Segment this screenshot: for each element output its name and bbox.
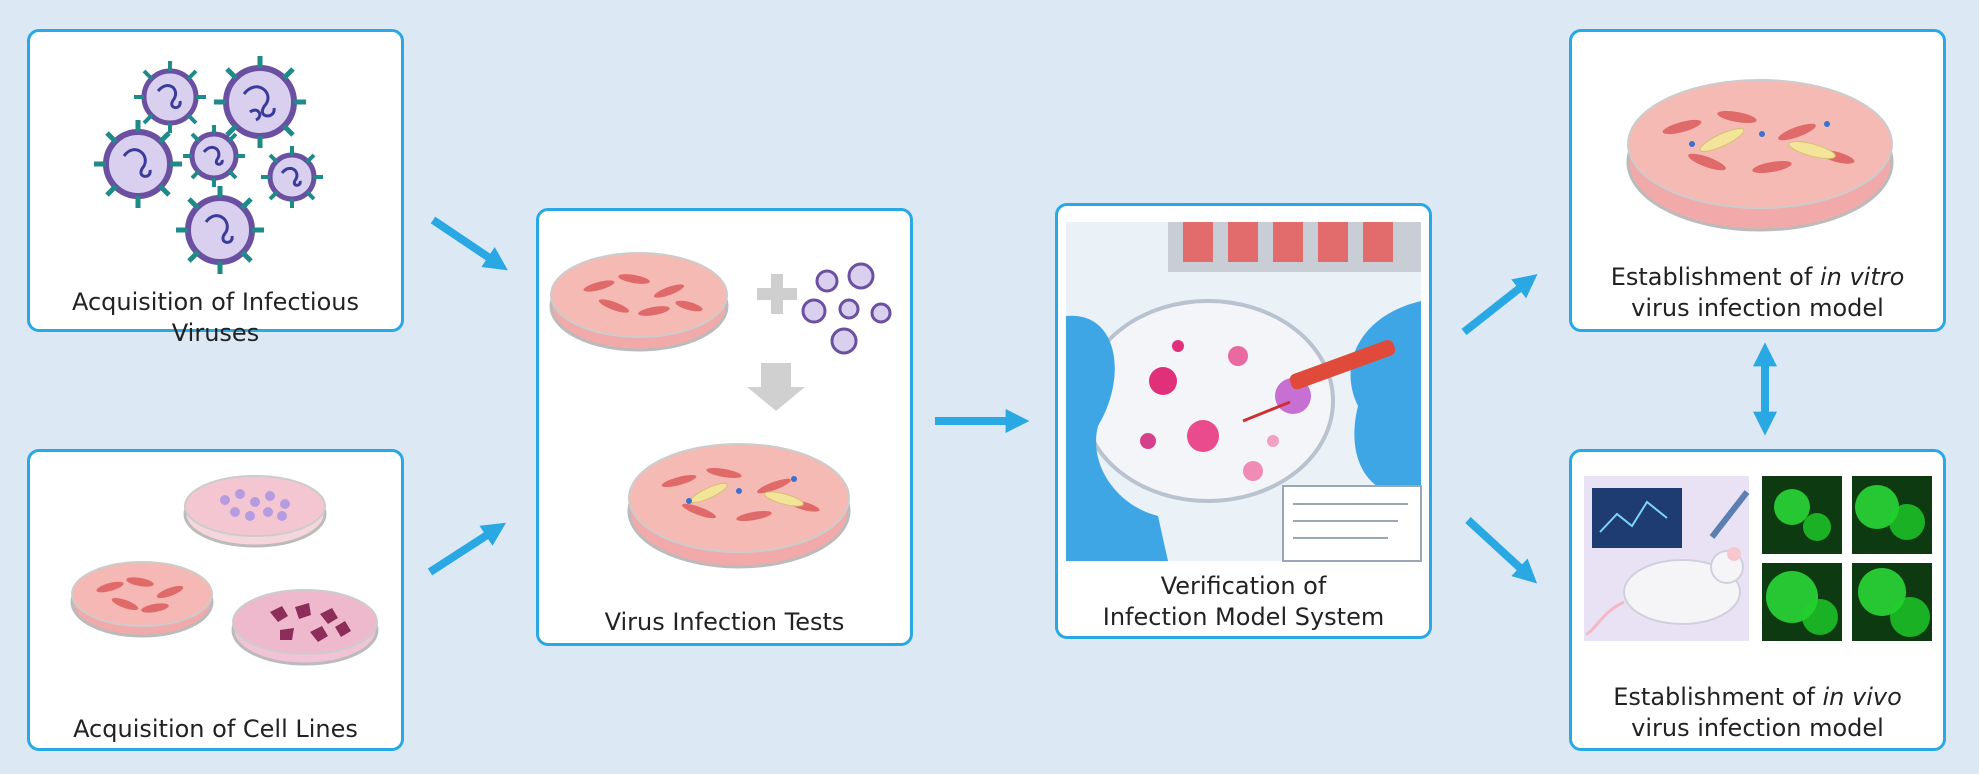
virus-icon bbox=[134, 61, 206, 133]
mouse-injection-scene bbox=[1584, 476, 1750, 641]
gloved-hand-left bbox=[1066, 315, 1168, 561]
arrow-down-icon bbox=[747, 363, 805, 411]
box-verification: Verification of Infection Model System bbox=[1055, 203, 1432, 639]
virus-icon bbox=[261, 146, 323, 208]
label-in-vitro-prefix: Establishment of bbox=[1610, 263, 1820, 291]
petri-dish-icon bbox=[1626, 79, 1894, 232]
label-verification: Verification of Infection Model System bbox=[1058, 571, 1429, 633]
test-tube-rack bbox=[1168, 222, 1421, 272]
arrow-viruses-to-tests bbox=[430, 216, 508, 271]
virus-icon bbox=[176, 186, 264, 274]
petri-dish-icon bbox=[70, 561, 214, 638]
virus-cluster-illustration bbox=[94, 56, 323, 274]
label-in-vivo: Establishment of in vivo virus infection… bbox=[1572, 682, 1943, 744]
arrow-verification-to-in-vitro bbox=[1461, 274, 1538, 336]
label-verification-line2: Infection Model System bbox=[1102, 603, 1385, 631]
virus-icon bbox=[214, 56, 306, 148]
label-acquisition-cell-lines: Acquisition of Cell Lines bbox=[73, 715, 358, 743]
virus-icon bbox=[94, 120, 182, 208]
label-in-vitro-line1: Establishment of in vitro bbox=[1572, 262, 1943, 293]
petri-dish-icon bbox=[627, 443, 851, 569]
label-in-vivo-term: in vivo bbox=[1822, 683, 1902, 711]
virus-icon bbox=[183, 125, 245, 187]
label-in-vivo-prefix: Establishment of bbox=[1613, 683, 1823, 711]
data-sheet bbox=[1282, 485, 1422, 562]
petri-dish-icon bbox=[183, 475, 327, 548]
box-virus-infection-tests: Virus Infection Tests bbox=[536, 208, 913, 646]
label-acquisition-viruses: Acquisition of Infectious Viruses bbox=[71, 288, 359, 347]
fluorescence-panel-2 bbox=[1852, 476, 1932, 554]
label-in-vitro-line2: virus infection model bbox=[1631, 294, 1884, 322]
virus-icon bbox=[801, 262, 892, 355]
box-acquisition-cell-lines: Acquisition of Cell Lines bbox=[27, 449, 404, 751]
fluorescence-panel-3 bbox=[1762, 563, 1842, 641]
in-vitro-dish-illustration bbox=[1626, 79, 1894, 232]
plus-icon bbox=[757, 274, 797, 314]
label-in-vitro-term: in vitro bbox=[1819, 263, 1905, 291]
label-virus-infection-tests: Virus Infection Tests bbox=[604, 608, 845, 636]
label-in-vitro: Establishment of in vitro virus infectio… bbox=[1572, 262, 1943, 324]
label-verification-line1: Verification of bbox=[1160, 572, 1327, 600]
label-in-vivo-line1: Establishment of in vivo bbox=[1572, 682, 1943, 713]
box-in-vivo-model: Establishment of in vivo virus infection… bbox=[1569, 449, 1946, 751]
box-in-vitro-model: Establishment of in vitro virus infectio… bbox=[1569, 29, 1946, 332]
arrow-cells-to-tests bbox=[427, 522, 507, 576]
label-in-vivo-line2: virus infection model bbox=[1631, 714, 1884, 742]
verification-lab-illustration bbox=[1066, 222, 1422, 562]
cell-dishes-illustration bbox=[70, 475, 379, 666]
infection-test-illustration bbox=[549, 252, 892, 569]
pipette-icon bbox=[1242, 340, 1396, 423]
in-vivo-illustration bbox=[1584, 476, 1932, 641]
petri-dish-icon bbox=[231, 589, 379, 666]
petri-dish-icon bbox=[549, 252, 729, 352]
fluorescence-panel-1 bbox=[1762, 476, 1842, 554]
fluorescence-panel-4 bbox=[1852, 563, 1932, 641]
box-acquisition-viruses: Acquisition of Infectious Viruses bbox=[27, 29, 404, 347]
arrow-verification-to-in-vivo bbox=[1465, 517, 1538, 584]
